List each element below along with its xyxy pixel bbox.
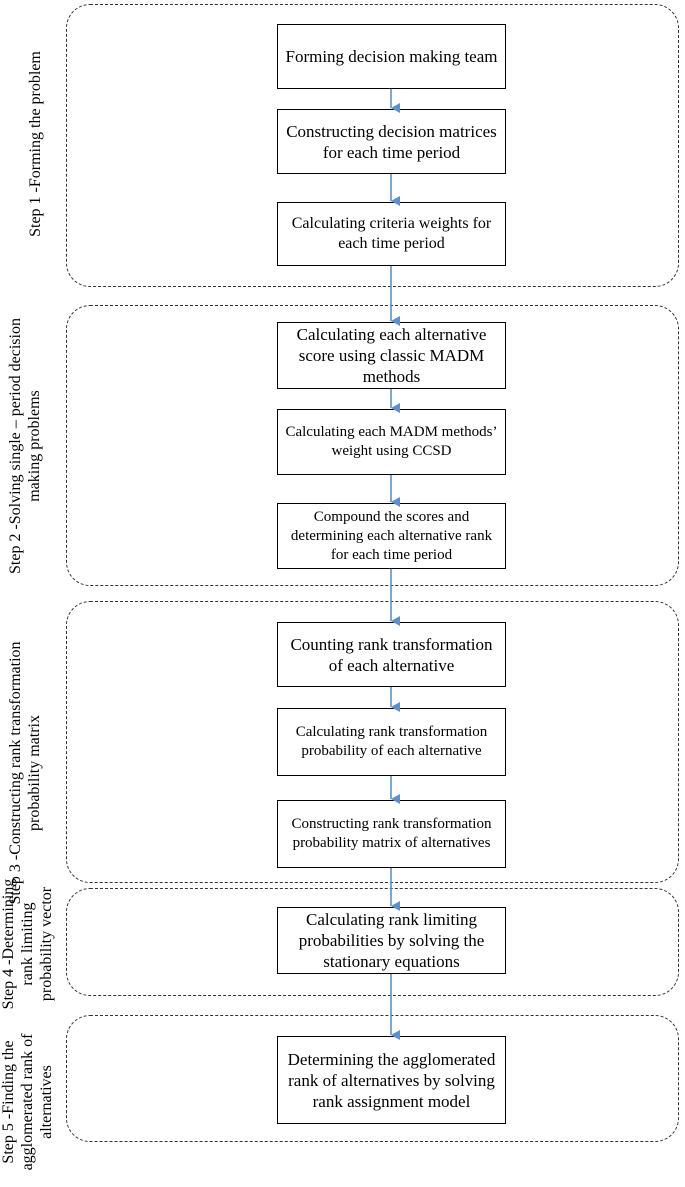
step-1-group bbox=[66, 4, 679, 287]
compound-scores-box: Compound the scores and determining each… bbox=[277, 503, 506, 569]
limiting-probabilities-box: Calculating rank limiting probabilities … bbox=[277, 907, 506, 974]
agglomerated-rank-box: Determining the agglomerated rank of alt… bbox=[277, 1036, 506, 1124]
step-1-label: Step 1 -Forming the problem bbox=[26, 51, 44, 237]
step-2-group bbox=[66, 305, 679, 586]
step-5-label: Step 5 -Finding the agglomerated rank of… bbox=[0, 1033, 55, 1171]
rank-probability-box: Calculating rank transformation probabil… bbox=[277, 708, 506, 776]
step-2-label: Step 2 -Solving single – period decision… bbox=[7, 318, 43, 574]
step-5-group bbox=[66, 1015, 679, 1142]
step-3-group bbox=[66, 601, 679, 883]
step-4-group bbox=[66, 888, 679, 996]
madm-weight-box: Calculating each MADM methods’ weight us… bbox=[277, 409, 506, 475]
criteria-weights-box: Calculating criteria weights for each ti… bbox=[277, 202, 506, 266]
forming-team-box: Forming decision making team bbox=[277, 24, 506, 89]
counting-rank-box: Counting rank transformation of each alt… bbox=[277, 622, 506, 687]
alternative-score-box: Calculating each alternative score using… bbox=[277, 322, 506, 389]
probability-matrix-box: Constructing rank transformation probabi… bbox=[277, 800, 506, 868]
decision-matrices-box: Constructing decision matrices for each … bbox=[277, 109, 506, 174]
step-4-label: Step 4 -Determining rank limiting probab… bbox=[0, 878, 55, 1010]
